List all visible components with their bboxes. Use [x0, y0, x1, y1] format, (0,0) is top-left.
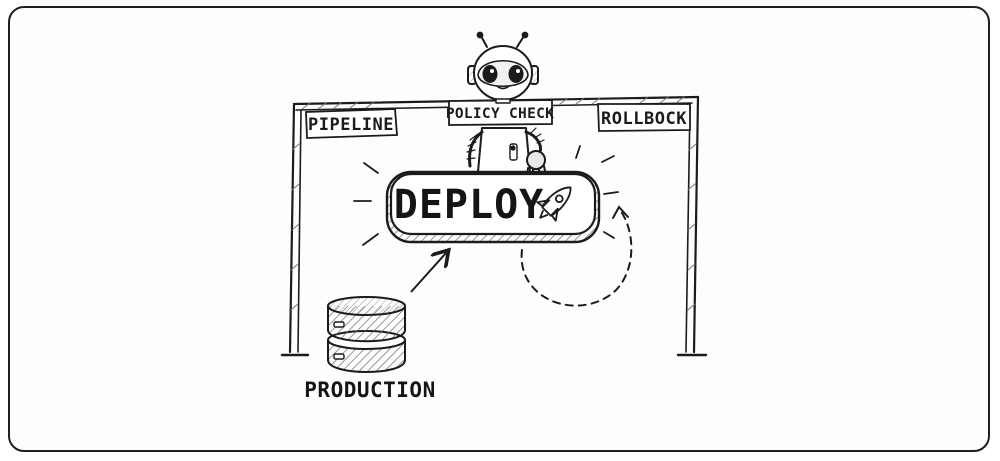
database-icon: [327, 296, 406, 373]
highlight-strokes: [353, 145, 619, 246]
policy-check-label: POLICY CHECK: [446, 106, 554, 122]
rocket-icon: [536, 186, 572, 222]
gate-frame: [280, 95, 708, 357]
deploy-button[interactable]: DEPLOY: [385, 170, 601, 244]
rollback-sign: ROLLBOCK: [597, 103, 691, 132]
rollback-label: ROLLBOCK: [601, 109, 687, 129]
robot-icon: [466, 31, 547, 181]
deploy-label: DEPLOY: [394, 182, 545, 228]
deploy-arrow: [410, 253, 446, 293]
rollback-loop-arrow: [520, 209, 633, 307]
production-label: PRODUCTION: [304, 378, 435, 402]
policy-check-sign: POLICY CHECK: [446, 99, 554, 126]
pipeline-sign: PIPELINE: [305, 108, 398, 139]
rollback-loop-arrowhead: [612, 205, 629, 219]
pipeline-label: PIPELINE: [308, 115, 394, 135]
